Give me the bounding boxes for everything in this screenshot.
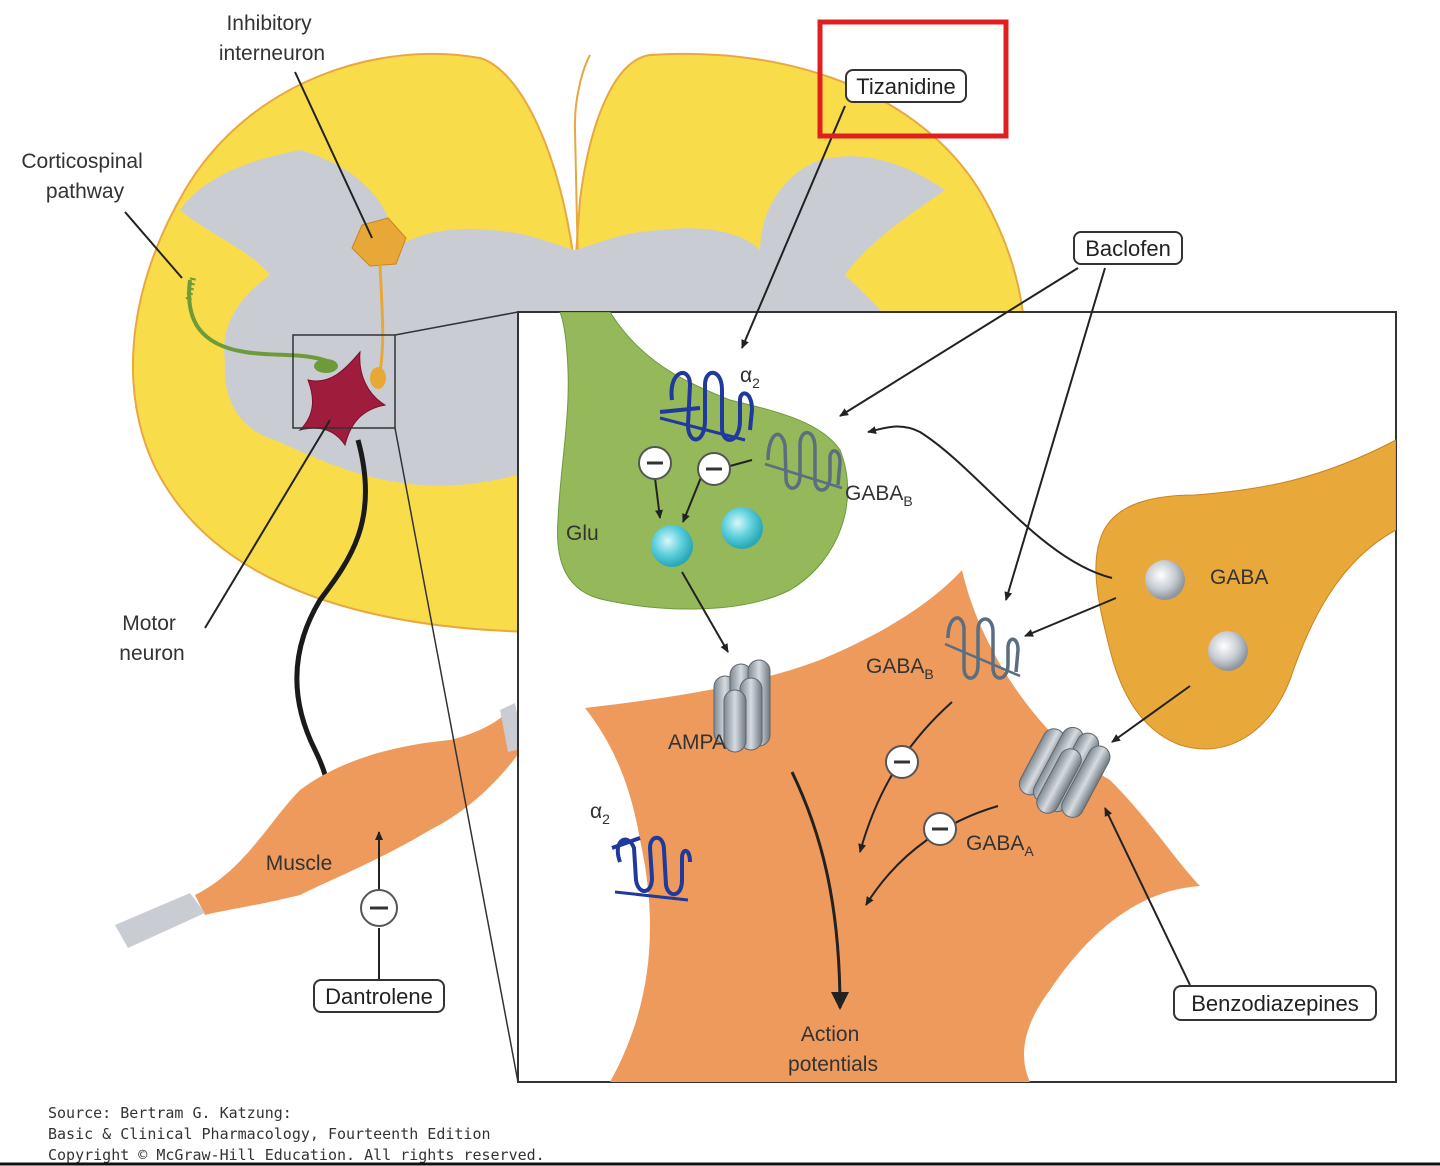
motor-neuron-label-1: Motor xyxy=(122,612,176,635)
arrow-gaba-to-presyn-gabab xyxy=(867,425,1113,579)
arrow-glu-to-ampa xyxy=(681,571,729,653)
motor-neuron-soma xyxy=(298,350,387,447)
arrow-baclofen-postsyn xyxy=(1004,267,1106,601)
gaba-b-lower-label: GABAB xyxy=(866,655,934,682)
action-potentials-label-1: Action xyxy=(801,1023,859,1046)
gaba-terminal xyxy=(1095,439,1396,750)
benzodiazepines-drug[interactable]: Benzodiazepines xyxy=(1173,985,1377,1021)
gaba-b-upper-sub: B xyxy=(903,493,912,509)
motor-axon xyxy=(294,439,368,796)
corticospinal-label: Corticospinal pathway xyxy=(21,150,148,203)
arrow-gaba-b-inhibit xyxy=(729,459,753,467)
source-line-3: Copyright © McGraw-Hill Education. All r… xyxy=(48,1146,545,1164)
tizanidine-drug[interactable]: Tizanidine xyxy=(845,69,967,103)
gaba-b-lower-main: GABA xyxy=(866,655,924,678)
alpha2-lower-sub: 2 xyxy=(602,811,610,827)
corticospinal-fiber xyxy=(187,279,331,364)
minus-gabaa xyxy=(923,812,957,846)
action-potentials-label-2: potentials xyxy=(788,1053,878,1076)
baclofen-drug[interactable]: Baclofen xyxy=(1073,231,1183,265)
arrow-gabaa-inhibit-ap xyxy=(865,805,999,906)
glu-label: Glu xyxy=(566,522,599,545)
gaba-vesicle-1 xyxy=(1145,560,1185,600)
action-potentials-label: Action potentials xyxy=(788,1023,878,1076)
alpha2-receptor-presynaptic xyxy=(659,370,755,442)
alpha2-upper-main: α xyxy=(740,364,752,387)
alpha2-receptor-postsynaptic xyxy=(611,835,692,902)
arrow-ampa-to-action-potentials xyxy=(790,771,849,1010)
ampa-label: AMPA xyxy=(668,731,726,754)
zoom-region-box xyxy=(292,334,396,429)
glu-vesicle-2 xyxy=(721,507,763,549)
arrow-gaba-to-gabaa xyxy=(1111,685,1191,743)
gaba-b-upper-label: GABAB xyxy=(845,482,913,509)
pointer-corticospinal xyxy=(124,211,183,279)
tizanidine-highlight-box xyxy=(817,19,1009,139)
inhibitory-interneuron-label: Inhibitory interneuron xyxy=(219,12,325,65)
arrow-alpha2-inhibit-b xyxy=(682,474,703,523)
arrow-benzodiazepines xyxy=(1104,807,1191,986)
zoom-connector-bottom xyxy=(394,427,519,1083)
corticospinal-dashes xyxy=(185,277,196,303)
zoom-connector-top xyxy=(394,311,519,336)
motor-neuron-label: Motor neuron xyxy=(119,612,184,665)
muscle-tendon-left xyxy=(115,893,205,948)
arrow-alpha2-inhibit-a xyxy=(654,477,663,519)
alpha2-upper-label: α2 xyxy=(740,364,760,391)
gaba-b-receptor-postsynaptic xyxy=(944,616,1021,680)
inhibitory-interneuron-label-2: interneuron xyxy=(219,42,325,65)
muscle-label: Muscle xyxy=(266,852,333,875)
corticospinal-terminal xyxy=(314,359,338,373)
inhibitory-interneuron-soma xyxy=(351,217,407,267)
gaba-a-main: GABA xyxy=(966,832,1024,855)
pointer-inhibitory-interneuron xyxy=(294,71,373,239)
muscle-belly xyxy=(195,705,525,915)
arrow-tizanidine xyxy=(741,105,846,349)
glu-vesicle-1 xyxy=(651,525,693,567)
gaba-b-upper-main: GABA xyxy=(845,482,903,505)
gaba-label: GABA xyxy=(1210,566,1268,589)
alpha2-upper-sub: 2 xyxy=(752,375,760,391)
ampa-receptor xyxy=(713,659,771,753)
gaba-a-sub: A xyxy=(1024,843,1034,859)
benzodiazepines-label: Benzodiazepines xyxy=(1191,991,1359,1016)
corticospinal-label-1: Corticospinal xyxy=(21,150,142,173)
corticospinal-label-2: pathway xyxy=(46,180,125,203)
interneuron-axon xyxy=(378,264,385,373)
pointer-motor-neuron xyxy=(204,419,331,629)
alpha2-lower-label: α2 xyxy=(590,800,610,827)
minus-gabab-postsyn xyxy=(885,745,919,779)
dantrolene-drug[interactable]: Dantrolene xyxy=(313,979,445,1013)
minus-alpha2-a xyxy=(638,446,672,480)
alpha2-lower-main: α xyxy=(590,800,602,823)
dantrolene-label: Dantrolene xyxy=(325,984,433,1009)
gaba-vesicle-2 xyxy=(1208,631,1248,671)
source-line-2: Basic & Clinical Pharmacology, Fourteent… xyxy=(48,1125,491,1143)
arrow-baclofen-presyn xyxy=(839,267,1079,417)
dorsal-median-fissure xyxy=(573,54,591,269)
inhibitory-interneuron-label-1: Inhibitory xyxy=(226,12,312,35)
source-line-1: Source: Bertram G. Katzung: xyxy=(48,1104,292,1122)
minus-dantrolene xyxy=(360,889,398,927)
gaba-b-receptor-presynaptic xyxy=(764,430,843,492)
minus-gabab-presyn xyxy=(697,452,731,486)
gaba-b-lower-sub: B xyxy=(924,666,933,682)
tizanidine-label: Tizanidine xyxy=(856,74,955,99)
baclofen-label: Baclofen xyxy=(1085,236,1171,261)
source-citation: Source: Bertram G. Katzung: Basic & Clin… xyxy=(48,1104,545,1164)
arrow-gaba-to-postsyn-gabab xyxy=(1024,597,1117,637)
motor-neuron-label-2: neuron xyxy=(119,642,184,665)
interneuron-terminal xyxy=(370,367,386,389)
gaba-a-label: GABAA xyxy=(966,832,1034,859)
gaba-a-receptor xyxy=(1018,726,1111,818)
